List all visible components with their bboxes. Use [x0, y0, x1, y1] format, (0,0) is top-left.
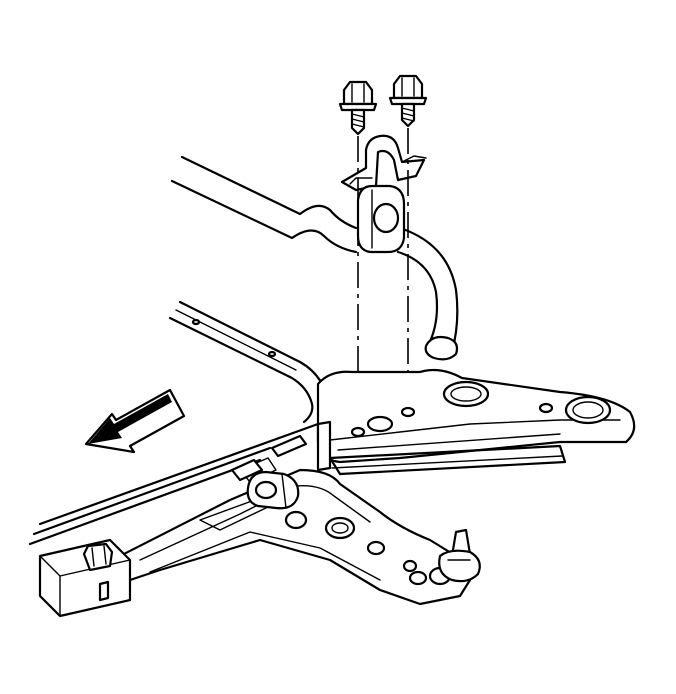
front-direction-arrow [84, 388, 186, 454]
stabilizer-shaft-insulator-clamp [340, 134, 427, 192]
frame-crossmember [28, 300, 636, 546]
crossmember-mount-tab [230, 434, 308, 482]
control-arm-front-mount [38, 538, 132, 618]
stabilizer-bracket-bolt-left [338, 80, 378, 136]
lower-control-arm [118, 457, 472, 606]
ball-joint [438, 528, 481, 583]
bolt-alignment-lines [357, 128, 409, 424]
stabilizer-shaft [170, 155, 459, 361]
stabilizer-shaft-insulator [356, 184, 406, 254]
stabilizer-bracket-bolt-right [388, 74, 428, 128]
